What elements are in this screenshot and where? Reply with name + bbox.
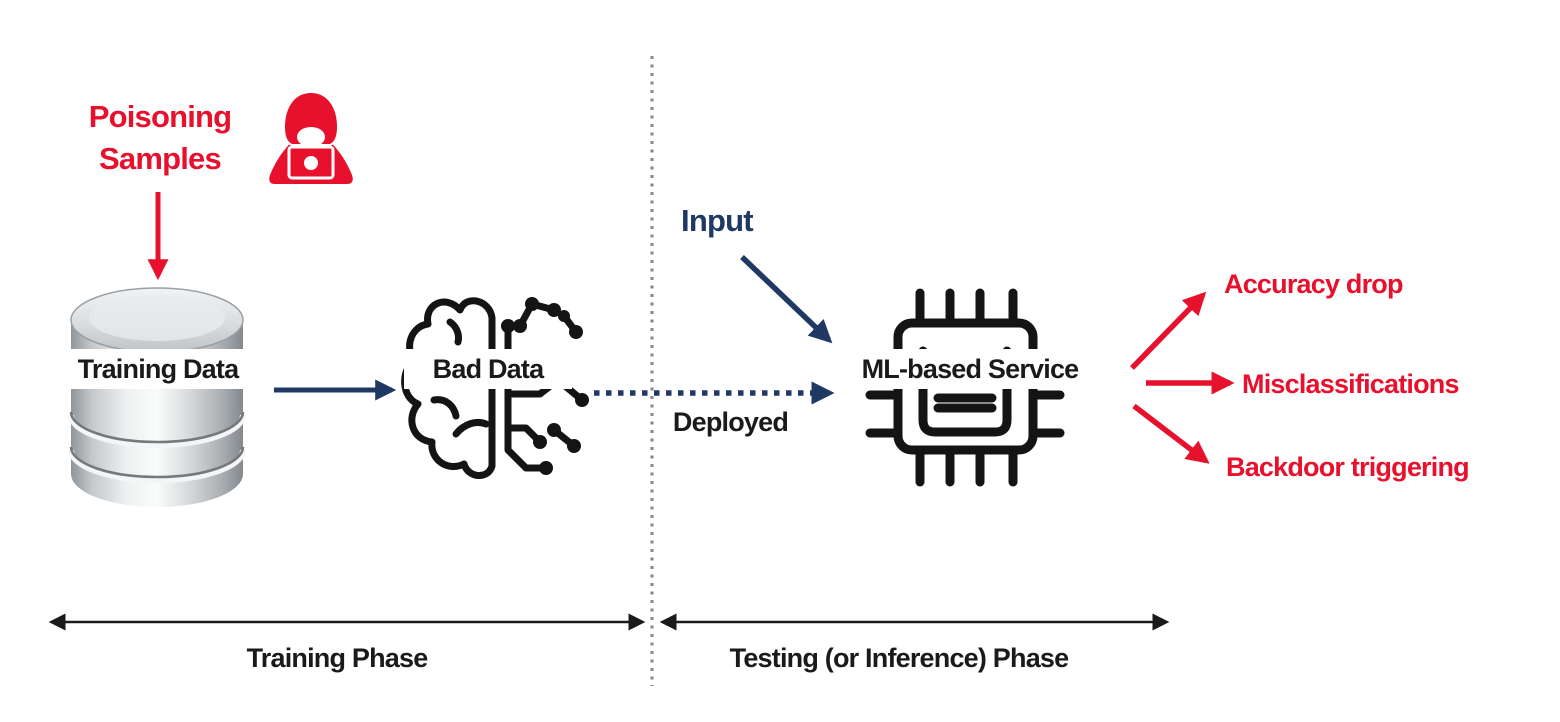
hacker-icon [269, 90, 353, 184]
input-arrow [740, 255, 833, 344]
brain-circuit-icon [401, 297, 589, 479]
training-to-bad-data-arrow [274, 379, 397, 401]
training-data-label: Training Data [58, 349, 258, 389]
poisoning-samples-line2: Samples [99, 141, 222, 176]
outcome-label-backdoor: Backdoor triggering [1226, 452, 1470, 482]
testing-phase-label: Testing (or Inference) Phase [729, 643, 1069, 673]
input-label: Input [681, 203, 754, 238]
training-phase-span-arrow [48, 613, 646, 631]
poisoning-samples-line1: Poisoning [88, 99, 232, 134]
outcome-label-misclassifications: Misclassifications [1242, 369, 1460, 399]
database-icon [68, 287, 246, 507]
outcome-arrow-backdoor [1132, 403, 1210, 464]
ml-service-label: ML-based Service [844, 349, 1096, 389]
poisoning-arrow [147, 192, 169, 281]
training-phase-label: Training Phase [246, 643, 429, 673]
outcome-arrow-misclassifications [1146, 371, 1235, 395]
phase-divider-dotted-line [650, 56, 654, 686]
outcome-arrow-accuracy-drop [1130, 291, 1207, 370]
deployed-label: Deployed [672, 407, 789, 437]
bad-data-label: Bad Data [404, 349, 572, 389]
deployed-arrow [594, 381, 835, 405]
poisoning-samples-label: Poisoning Samples [70, 96, 250, 180]
outcome-label-accuracy-drop: Accuracy drop [1224, 269, 1403, 299]
testing-phase-span-arrow [659, 613, 1170, 631]
